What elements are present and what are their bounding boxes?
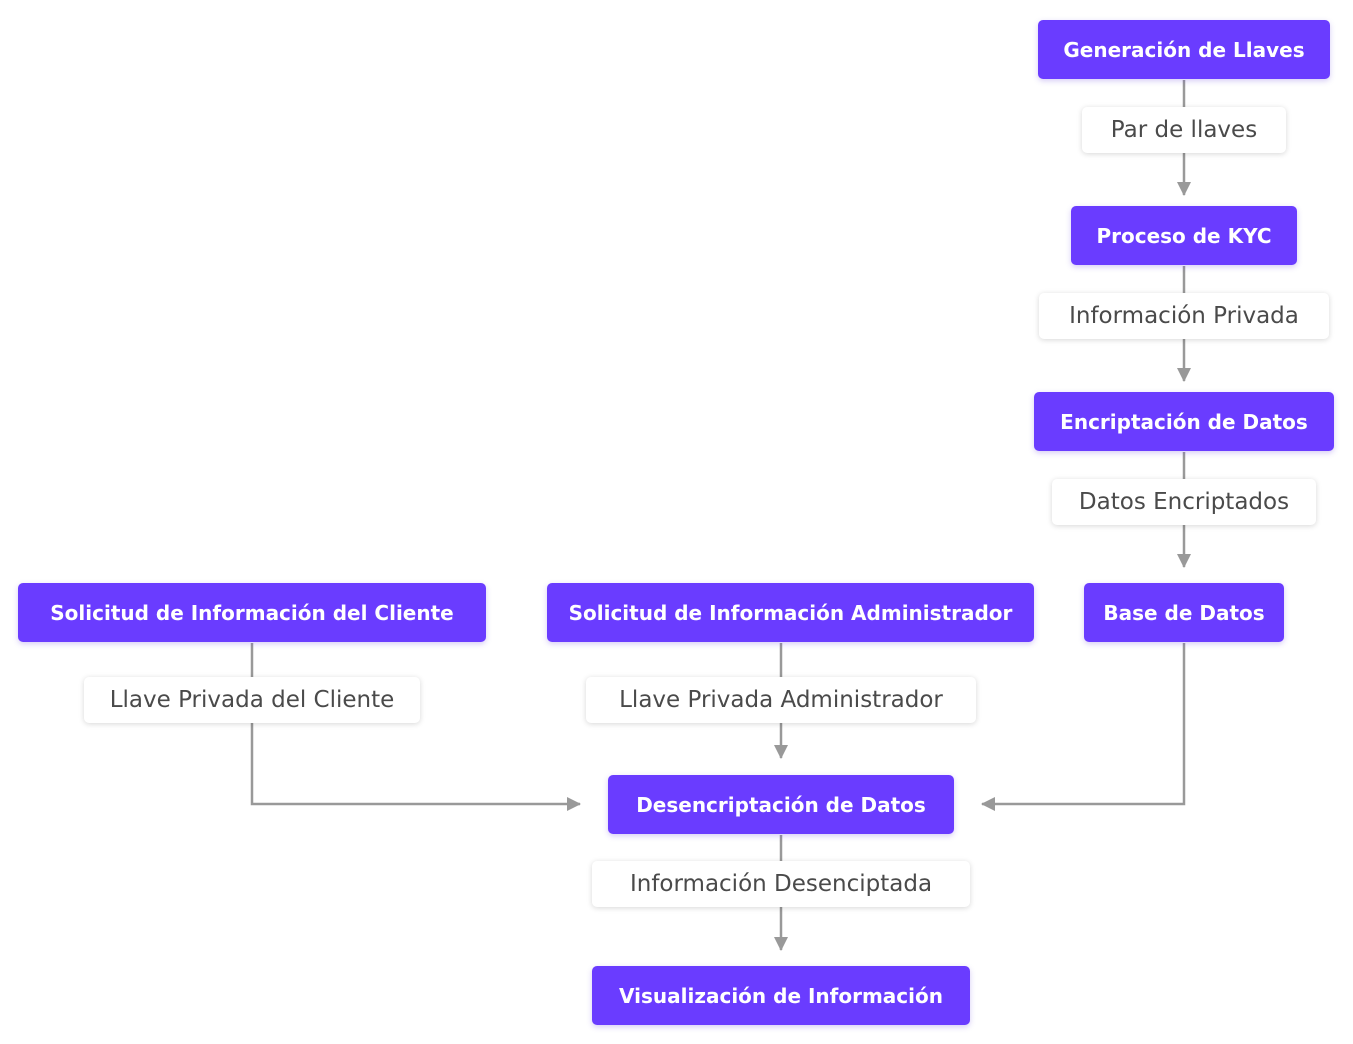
connector-client-to-decryption [250, 643, 581, 811]
encrypted-data-label: Datos Encriptados [1052, 479, 1316, 525]
database-node: Base de Datos [1084, 583, 1284, 642]
private-info-label: Información Privada [1039, 293, 1329, 339]
client-info-request-node: Solicitud de Información del Cliente [18, 583, 486, 642]
client-private-key-label: Llave Privada del Cliente [84, 677, 420, 723]
connector-database-to-decryption [981, 643, 1186, 811]
decrypted-info-label: Información Desenciptada [592, 861, 970, 907]
admin-info-request-node: Solicitud de Información Administrador [547, 583, 1034, 642]
info-visualization-node: Visualización de Información [592, 966, 970, 1025]
data-encryption-node: Encriptación de Datos [1034, 392, 1334, 451]
key-pair-label: Par de llaves [1082, 107, 1286, 153]
key-generation-node: Generación de Llaves [1038, 20, 1330, 79]
data-decryption-node: Desencriptación de Datos [608, 775, 954, 834]
admin-private-key-label: Llave Privada Administrador [586, 677, 976, 723]
kyc-process-node: Proceso de KYC [1071, 206, 1297, 265]
